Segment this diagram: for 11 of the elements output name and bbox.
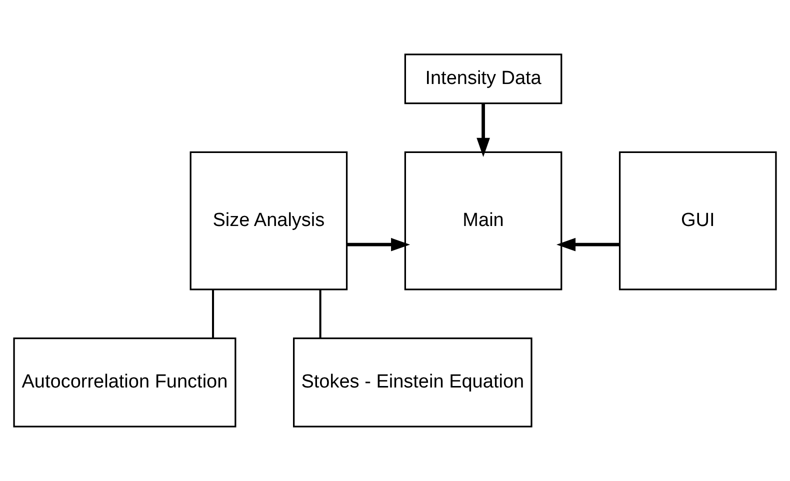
node-box: Main <box>404 151 562 290</box>
node-box: GUI <box>618 151 777 290</box>
arrow <box>347 238 410 252</box>
connector <box>212 290 214 338</box>
node-box: Intensity Data <box>404 54 562 104</box>
arrow <box>476 104 490 157</box>
node-box: Autocorrelation Function <box>13 337 236 428</box>
arrow <box>556 238 620 252</box>
connector <box>319 290 322 338</box>
node-box: Stokes - Einstein Equation <box>293 337 532 428</box>
node-box: Size Analysis <box>190 151 348 290</box>
